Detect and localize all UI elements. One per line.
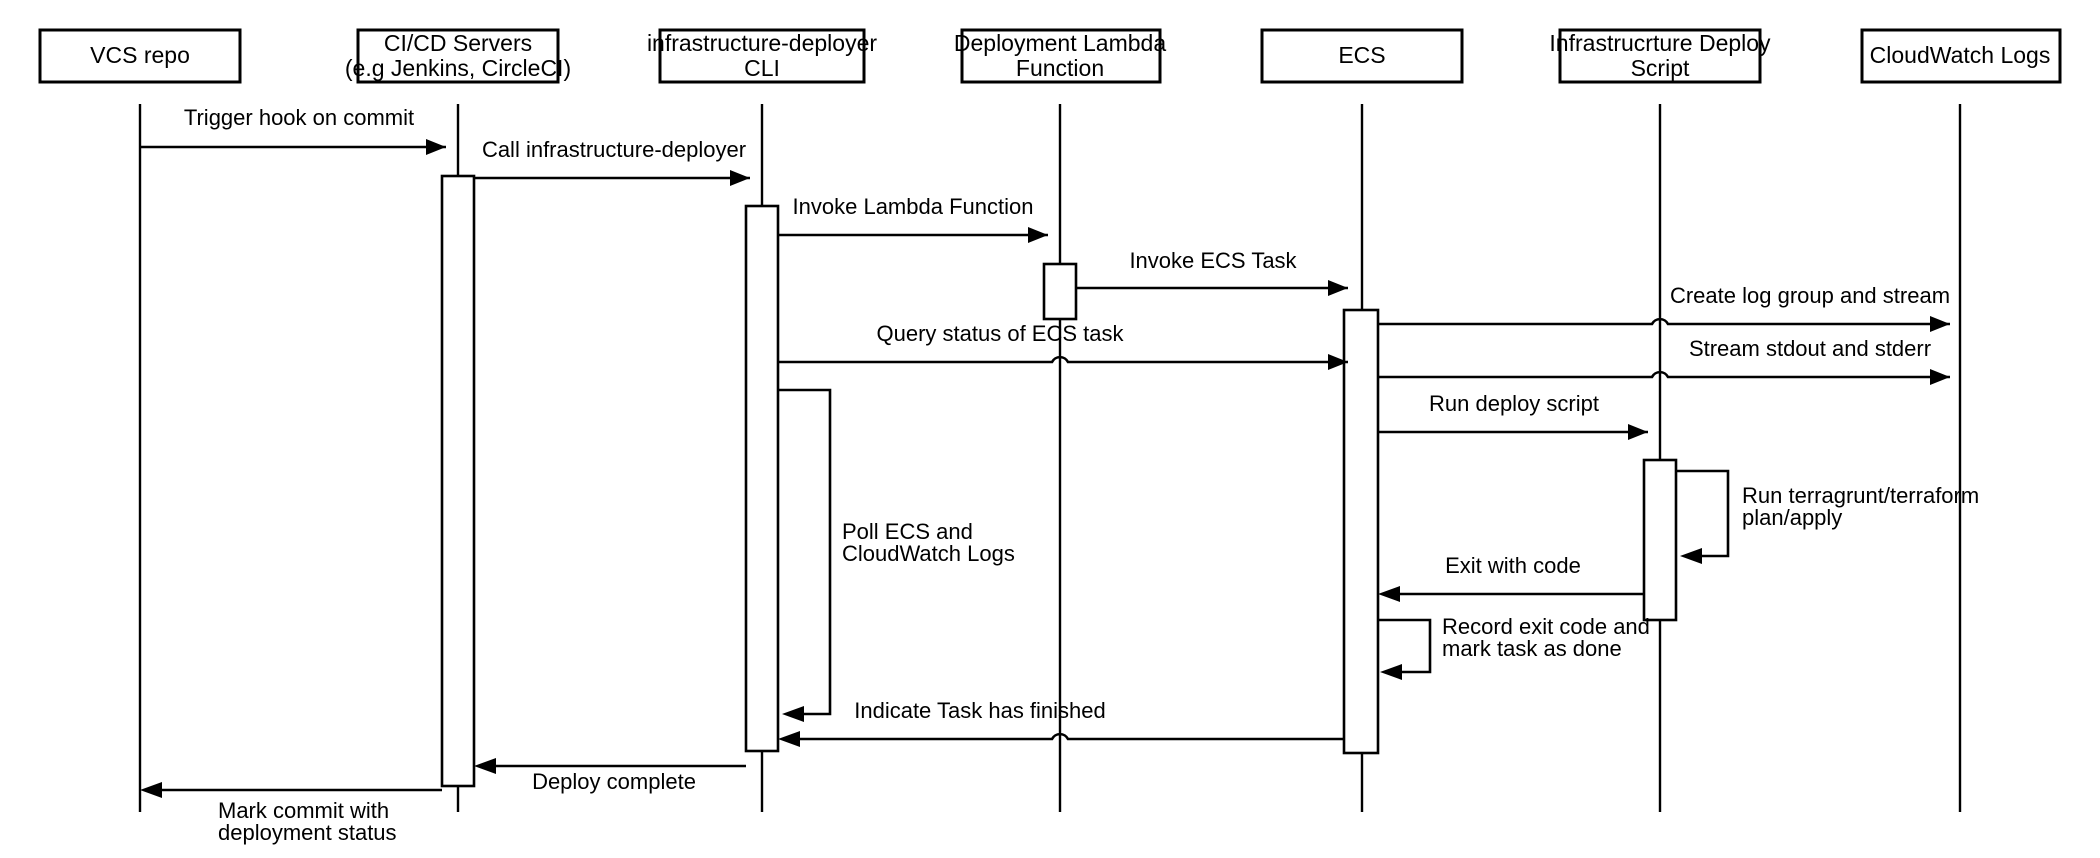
message-trigger-hook-on-commit[interactable]: Trigger hook on commit — [141, 105, 446, 155]
arrowhead-right — [1628, 424, 1648, 440]
message-create-log-group-and-stream[interactable]: Create log group and stream — [1379, 283, 1950, 332]
message-poll-ecs-and-cloudwatch-logs[interactable]: Poll ECS and CloudWatch Logs — [778, 388, 1015, 722]
participant-script[interactable]: Infrastrucrture Deploy Script — [1549, 28, 1771, 84]
message-deploy-complete[interactable]: Deploy complete — [474, 758, 746, 794]
message-label: Mark commit with — [218, 798, 389, 823]
message-label-line2: deployment status — [218, 820, 397, 845]
message-label: Stream stdout and stderr — [1689, 336, 1931, 361]
participant-box-script[interactable] — [1558, 28, 1762, 84]
message-label: Run terragrunt/terraform — [1742, 483, 1979, 508]
participant-box-lambda[interactable] — [960, 28, 1162, 84]
message-label: Indicate Task has finished — [854, 698, 1106, 723]
participant-box-cwlogs[interactable] — [1860, 28, 2062, 84]
message-label: Create log group and stream — [1670, 283, 1950, 308]
participant-label-script-line2: Script — [1631, 55, 1690, 81]
message-label: Call infrastructure-deployer — [482, 137, 746, 162]
participant-box-cicd[interactable] — [356, 28, 560, 84]
participant-label-cli-line2: CLI — [744, 55, 780, 81]
participant-label-ecs: ECS — [1338, 42, 1385, 68]
arrowhead-right — [426, 139, 446, 155]
participant-box-cli[interactable] — [658, 28, 866, 84]
message-invoke-ecs-task[interactable]: Invoke ECS Task — [1076, 248, 1348, 296]
message-label-line2: mark task as done — [1442, 636, 1622, 661]
participant-ecs[interactable]: ECS — [1260, 28, 1464, 84]
participant-label-cicd-line2: (e.g Jenkins, CircleCI) — [345, 55, 571, 81]
arrowhead-right — [1328, 354, 1348, 370]
message-invoke-lambda-function[interactable]: Invoke Lambda Function — [778, 194, 1048, 243]
arrowhead-right — [1930, 316, 1950, 332]
arrowhead-left — [140, 782, 162, 798]
arrowhead-right — [1328, 280, 1348, 296]
arrowhead-left — [782, 706, 804, 722]
arrowhead-left — [778, 731, 800, 747]
message-run-terragrunt-terraform-plan-apply[interactable]: Run terragrunt/terraform plan/apply — [1677, 469, 1979, 564]
participant-vcs[interactable]: VCS repo — [38, 28, 242, 84]
message-line — [786, 732, 1344, 741]
message-run-deploy-script[interactable]: Run deploy script — [1379, 391, 1648, 440]
participant-box-vcs[interactable] — [38, 28, 242, 84]
participant-label-script: Infrastrucrture Deploy — [1549, 30, 1771, 56]
message-label: Query status of ECS task — [877, 321, 1125, 346]
message-call-infrastructure-deployer[interactable]: Call infrastructure-deployer — [474, 137, 750, 186]
arrowhead-left — [1380, 664, 1402, 680]
message-line — [1379, 317, 1950, 326]
arrowhead-left — [1378, 586, 1400, 602]
message-line — [1379, 370, 1950, 379]
arrowhead-right — [1028, 227, 1048, 243]
message-mark-commit-with-deployment-status[interactable]: Mark commit with deployment status — [140, 782, 442, 845]
message-label: Trigger hook on commit — [184, 105, 414, 130]
message-line — [778, 355, 1348, 364]
participant-label-vcs: VCS repo — [90, 42, 190, 68]
message-indicate-task-has-finished[interactable]: Indicate Task has finished — [778, 698, 1344, 747]
message-label: Record exit code and — [1442, 614, 1650, 639]
participant-label-lambda: Deployment Lambda — [954, 30, 1166, 56]
activation-bar-cli — [744, 204, 780, 753]
participant-label-cicd: CI/CD Servers — [384, 30, 532, 56]
message-label-line2: plan/apply — [1742, 505, 1842, 530]
participant-cwlogs[interactable]: CloudWatch Logs — [1860, 28, 2062, 84]
message-label: Invoke Lambda Function — [793, 194, 1034, 219]
message-line — [1677, 469, 1730, 558]
participant-cicd[interactable]: CI/CD Servers (e.g Jenkins, CircleCI) — [345, 28, 571, 84]
participant-box-ecs[interactable] — [1260, 28, 1464, 84]
participant-label-cli: infrastructure-deployer — [647, 30, 877, 56]
message-label: Deploy complete — [532, 769, 696, 794]
participant-cli[interactable]: infrastructure-deployer CLI — [647, 28, 877, 84]
activation-bar-ecs — [1342, 308, 1380, 755]
message-label-line2: CloudWatch Logs — [842, 541, 1015, 566]
arrowhead-right — [730, 170, 750, 186]
message-label: Exit with code — [1445, 553, 1581, 578]
message-query-status-of-ecs-task[interactable]: Query status of ECS task — [778, 321, 1348, 370]
message-stream-stdout-and-stderr[interactable]: Stream stdout and stderr — [1379, 336, 1950, 385]
message-line — [778, 388, 832, 716]
arrowhead-left — [1680, 548, 1702, 564]
participant-label-cwlogs: CloudWatch Logs — [1870, 42, 2051, 68]
message-label: Run deploy script — [1429, 391, 1599, 416]
activation-bar-script — [1642, 458, 1678, 622]
participant-label-lambda-line2: Function — [1016, 55, 1104, 81]
message-line — [1379, 618, 1432, 674]
participant-lambda[interactable]: Deployment Lambda Function — [954, 28, 1166, 84]
message-record-exit-code-and-mark-task-as-done[interactable]: Record exit code and mark task as done — [1379, 614, 1650, 680]
participant-headers-group: VCS repo CI/CD Servers (e.g Jenkins, Cir… — [38, 28, 2062, 84]
message-label: Invoke ECS Task — [1129, 248, 1297, 273]
message-label: Poll ECS and — [842, 519, 973, 544]
arrowhead-left — [474, 758, 496, 774]
activation-bars-group — [440, 174, 1678, 788]
message-exit-with-code[interactable]: Exit with code — [1378, 553, 1644, 602]
activation-bar-lambda — [1042, 262, 1078, 321]
arrowhead-right — [1930, 369, 1950, 385]
activation-bar-cicd — [440, 174, 476, 788]
